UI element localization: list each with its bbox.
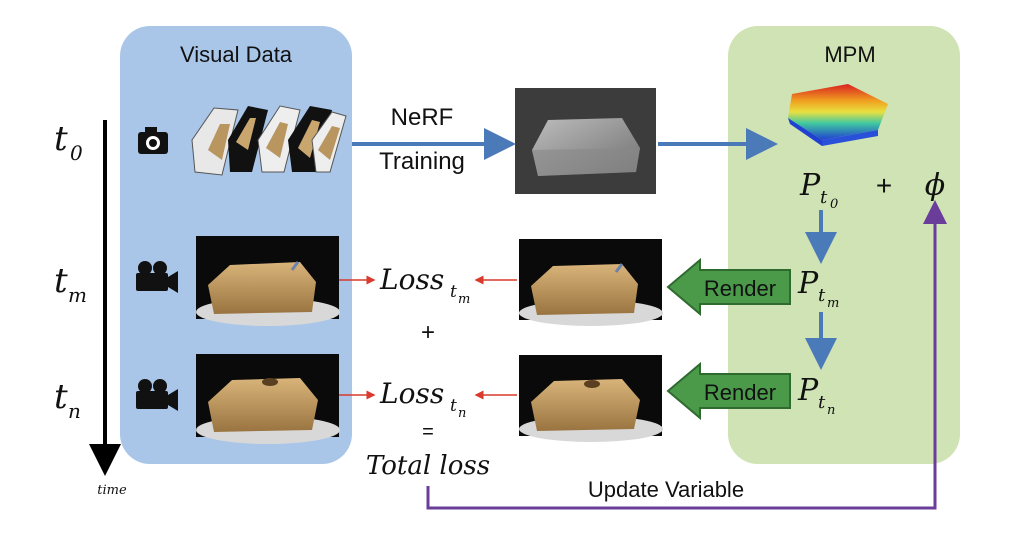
svg-text:t: t [818,392,826,413]
svg-text:P: P [797,373,819,408]
svg-text:n: n [827,403,835,418]
render-arrow-tm: Render [666,257,791,317]
update-variable-label: Update Variable [588,477,744,502]
svg-text:t: t [450,282,457,302]
svg-text:0: 0 [830,197,838,212]
nerf-reconstruction-image [515,88,656,194]
visual-data-title: Visual Data [180,42,293,67]
total-loss: Total loss [366,451,490,481]
svg-text:t: t [450,396,457,416]
particle-state-t0: P t 0 [799,168,838,212]
svg-text:n: n [68,399,81,423]
loss-tn: Loss t n [379,377,466,421]
svg-text:t: t [818,285,826,306]
svg-text:m: m [458,292,470,307]
svg-text:t: t [54,261,68,301]
mpm-point-cloud-image [788,84,888,146]
svg-text:n: n [458,406,466,421]
mpm-panel [728,26,960,464]
particle-plus: + [876,170,892,201]
nerf-label-line2: Training [379,148,465,175]
multi-view-images [191,105,347,176]
nerf-label-line1: NeRF [391,104,454,131]
svg-text:m: m [68,283,87,307]
svg-text:t: t [820,187,828,208]
video-camera-icon [136,379,178,411]
rendered-frame-tm [519,239,663,326]
svg-text:Render: Render [704,380,776,405]
loss-plus: + [421,319,435,346]
timeline-tn: t n [54,377,81,423]
svg-text:Loss: Loss [379,263,444,296]
svg-text:P: P [799,168,821,203]
mpm-title: MPM [824,42,875,67]
timeline-t0: t 0 [54,119,83,165]
render-arrow-tn: Render [666,361,791,421]
observed-frame-tm [196,236,340,326]
svg-text:t: t [54,377,68,417]
rendered-frame-tn [519,355,663,442]
svg-text:m: m [827,296,839,311]
phi-parameter: ϕ [925,168,945,203]
svg-text:Render: Render [704,276,776,301]
particle-state-tn: P t n [797,373,835,418]
video-camera-icon [136,261,178,293]
observed-frame-tn [196,354,340,444]
camera-icon [138,127,168,154]
loss-tm: Loss t m [379,263,470,307]
svg-text:0: 0 [70,141,83,165]
timeline-tm: t m [54,261,87,307]
svg-text:t: t [54,119,68,159]
particle-state-tm: P t m [797,266,839,311]
time-axis-label: time [97,483,127,498]
update-variable-path [426,200,947,510]
svg-text:P: P [797,266,819,301]
loss-equals: = [422,421,434,443]
svg-text:Loss: Loss [379,377,444,410]
